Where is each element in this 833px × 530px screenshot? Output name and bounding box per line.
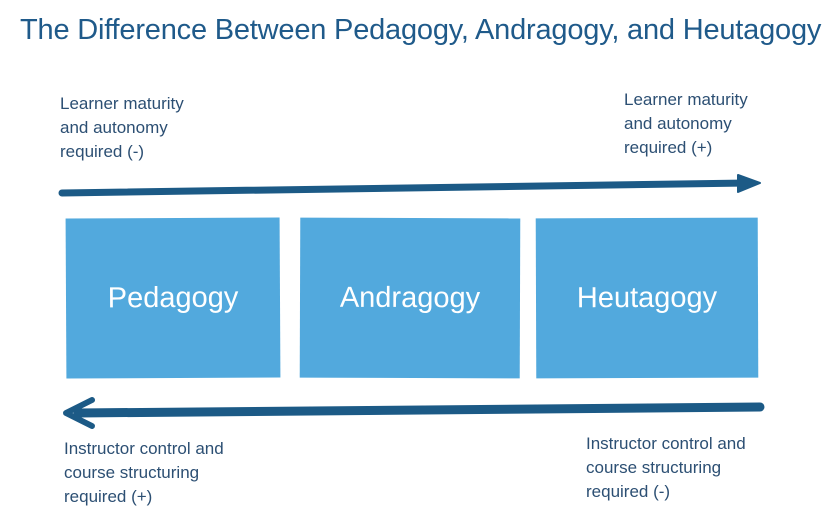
bottom-left-note: Instructor control and course structurin… xyxy=(64,439,224,506)
top-left-note: Learner maturity and autonomy required (… xyxy=(60,94,184,161)
pedagogy-box: Pedagogy xyxy=(65,217,281,379)
top-right-note: Learner maturity and autonomy required (… xyxy=(624,90,748,157)
top-arrow xyxy=(58,174,761,197)
heutagogy-label: Heutagogy xyxy=(576,281,718,314)
top-arrow-shaft xyxy=(58,179,752,197)
bottom-arrow-head xyxy=(63,397,95,429)
bottom-arrow-shaft xyxy=(73,402,765,418)
top-arrow-head xyxy=(737,174,761,193)
heutagogy-box: Heutagogy xyxy=(535,217,759,379)
pedagogy-label: Pedagogy xyxy=(107,281,239,314)
bottom-arrow xyxy=(63,397,765,429)
diagram-title: The Difference Between Pedagogy, Andrago… xyxy=(20,14,822,46)
andragogy-box: Andragogy xyxy=(299,217,521,379)
andragogy-label: Andragogy xyxy=(339,281,481,314)
bottom-right-note: Instructor control and course structurin… xyxy=(586,434,746,501)
